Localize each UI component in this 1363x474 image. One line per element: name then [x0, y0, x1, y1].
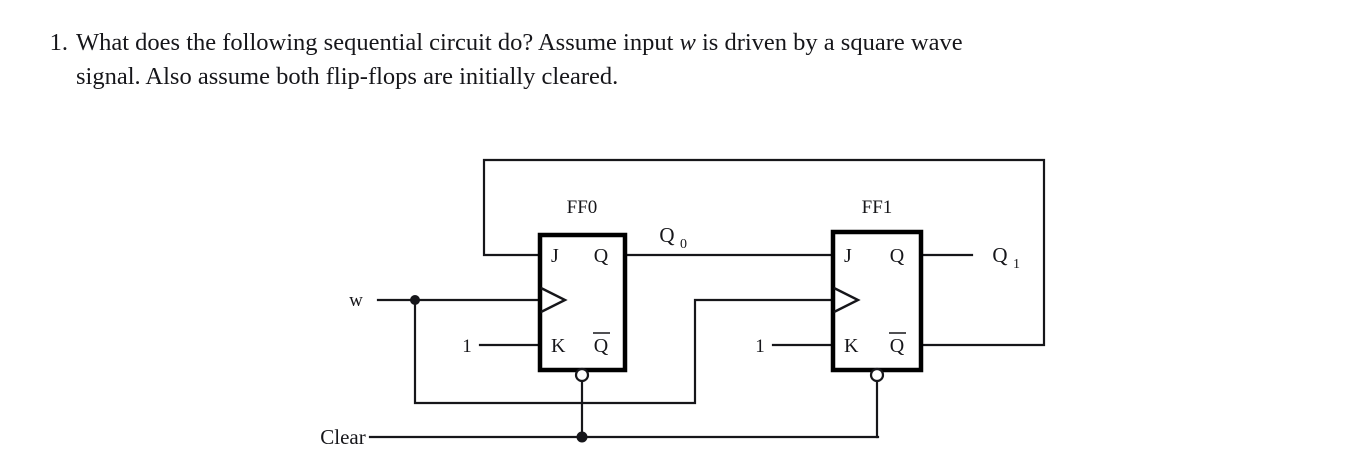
- signal-q0-label: Q: [659, 223, 674, 247]
- ff0-pin-j-label: J: [551, 245, 559, 267]
- flipflop-ff0-box: [537, 232, 628, 373]
- ff1-k-constant-label: 1: [755, 336, 765, 357]
- ff0-clear-bubble-icon: [574, 367, 590, 383]
- ff0-pin-q-label: Q: [594, 245, 609, 267]
- question-text-part-1: What does the following sequential circu…: [76, 29, 680, 56]
- ff0-k-constant-label: 1: [462, 336, 472, 357]
- question-block: 1. What does the following sequential ci…: [0, 26, 1363, 94]
- ff1-pin-j-label: J: [844, 245, 852, 267]
- ff0-clock-triangle-icon: [540, 286, 568, 314]
- wire-ff1-qbar-feedback-to-ff0-j: [482, 158, 1046, 347]
- signal-q1-subscript: 1: [1013, 257, 1020, 272]
- junction-dot-w: [410, 295, 420, 305]
- signal-q0-subscript: 0: [680, 237, 687, 252]
- ff1-clock-triangle-icon: [833, 286, 861, 314]
- input-w-label: w: [349, 290, 363, 311]
- ff0-pin-qbar-label: Q: [594, 335, 609, 357]
- question-variable-w: w: [679, 29, 696, 56]
- ff0-name-label: FF0: [567, 197, 598, 218]
- question-line-1-text: What does the following sequential circu…: [76, 26, 963, 60]
- junction-dot-clear: [576, 431, 588, 443]
- question-number: 1.: [49, 29, 68, 56]
- ff1-pin-k-label: K: [844, 335, 859, 357]
- signal-q1-label: Q: [992, 243, 1007, 267]
- ff1-name-label: FF1: [862, 197, 893, 218]
- ff0-pin-k-label: K: [551, 335, 566, 357]
- input-clear-label: Clear: [320, 425, 365, 449]
- question-line-2: signal. Also assume both flip-flops are …: [76, 63, 619, 90]
- wire-w-branch-to-ff1-clock: [413, 298, 835, 405]
- question-text-part-2: is driven by a square wave: [695, 29, 963, 56]
- question-line-1: 1. What does the following sequential ci…: [0, 26, 1363, 60]
- flipflop-ff1-box: [830, 229, 924, 373]
- ff1-clear-bubble-icon: [869, 367, 885, 383]
- ff1-pin-qbar-label: Q: [890, 335, 905, 357]
- ff1-pin-q-label: Q: [890, 245, 905, 267]
